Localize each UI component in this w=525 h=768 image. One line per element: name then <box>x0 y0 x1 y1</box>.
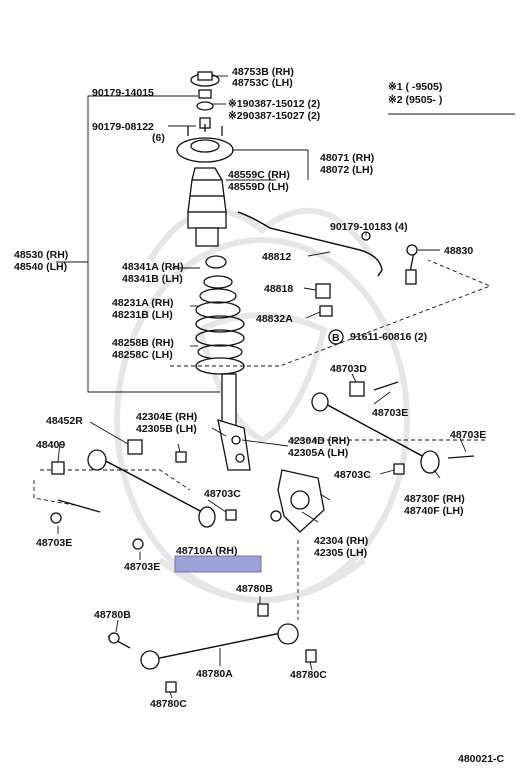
left-bushing-outline-top <box>40 469 191 491</box>
label-290387: ※290387-15027 (2) <box>228 110 320 122</box>
label-48072: 48072 (LH) <box>320 164 373 176</box>
label-90179-08122: 90179-08122 <box>92 121 154 133</box>
label-48753b: 48753B (RH) <box>232 66 294 78</box>
shock-absorber <box>217 373 251 471</box>
stabilizer-bar <box>237 211 418 317</box>
coil-spring <box>195 255 245 375</box>
label-90179-14015: 90179-14015 <box>92 87 154 99</box>
legend-line-2: ※2 (9505- ) <box>388 94 442 106</box>
label-91611-60816: 91611-60816 (2) <box>350 331 427 343</box>
label-42305: 42305 (LH) <box>314 547 367 559</box>
knuckle <box>270 469 331 533</box>
label-90179-10183: 90179-10183 (4) <box>330 221 408 233</box>
label-48780c-r: 48780C <box>290 669 327 681</box>
label-42304e: 42304E (RH) <box>136 411 197 423</box>
label-48409: 48409 <box>36 439 65 451</box>
label-48730f: 48730F (RH) <box>404 493 465 505</box>
label-48830: 48830 <box>444 245 473 257</box>
label-48703e-far-r: 48703E <box>450 429 486 441</box>
label-48540: 48540 (LH) <box>14 261 67 273</box>
ref-marker-b <box>328 329 344 345</box>
label-48818: 48818 <box>264 283 293 295</box>
label-48703c: 48703C <box>204 488 241 500</box>
leader-lines <box>57 75 467 699</box>
rear-link-48780 <box>107 603 317 693</box>
label-48780b-r: 48780B <box>236 583 273 595</box>
part-labels: 48753B (RH) 48753C (LH) 90179-14015 ※190… <box>14 66 505 765</box>
label-48530: 48530 (RH) <box>14 249 68 261</box>
lower-arm-48730 <box>311 381 475 475</box>
ref-marker-b-label: B <box>332 332 340 344</box>
left-bushing-outline-left <box>33 480 81 507</box>
label-42304d: 42304D (RH) <box>288 435 350 447</box>
label-48258c: 48258C (LH) <box>112 349 173 361</box>
label-42304: 42304 (RH) <box>314 535 368 547</box>
label-48780c-l: 48780C <box>150 698 187 710</box>
label-48710a: 48710A (RH) <box>176 545 237 557</box>
label-42305b: 42305B (LH) <box>136 423 197 435</box>
label-qty-6: (6) <box>152 132 165 144</box>
label-48071: 48071 (RH) <box>320 152 374 164</box>
label-48812: 48812 <box>262 251 291 263</box>
lower-arm-48710 <box>50 439 237 550</box>
label-48452r: 48452R <box>46 415 83 427</box>
label-48703e-bottom: 48703E <box>124 561 160 573</box>
label-190387: ※190387-15012 (2) <box>228 98 320 110</box>
label-48559d: 48559D (LH) <box>228 181 289 193</box>
label-48231a: 48231A (RH) <box>112 297 173 309</box>
label-48753c: 48753C (LH) <box>232 77 293 89</box>
label-48703e-l: 48703E <box>36 537 72 549</box>
label-48703e-r: 48703E <box>372 407 408 419</box>
strut-bracket-line <box>87 95 220 393</box>
label-48341a: 48341A (RH) <box>122 261 183 273</box>
label-48703d: 48703D <box>330 363 367 375</box>
label-48832a: 48832A <box>256 313 293 325</box>
diagram-code: 480021-C <box>458 753 505 765</box>
label-42305a: 42305A (LH) <box>288 447 348 459</box>
label-48703c-r: 48703C <box>334 469 371 481</box>
label-48780a: 48780A <box>196 668 233 680</box>
label-48780b-l: 48780B <box>94 609 131 621</box>
label-48341b: 48341B (LH) <box>122 273 183 285</box>
label-48559c: 48559C (RH) <box>228 169 290 181</box>
label-48258b: 48258B (RH) <box>112 337 174 349</box>
legend-line-1: ※1 ( -9505) <box>388 81 442 93</box>
label-48231b: 48231B (LH) <box>112 309 173 321</box>
legend: ※1 ( -9505) ※2 (9505- ) <box>388 81 515 115</box>
strut-top-parts <box>176 71 234 163</box>
bellows <box>187 167 227 247</box>
highlighted-part-label[interactable] <box>174 555 262 573</box>
label-48740f: 48740F (LH) <box>404 505 464 517</box>
